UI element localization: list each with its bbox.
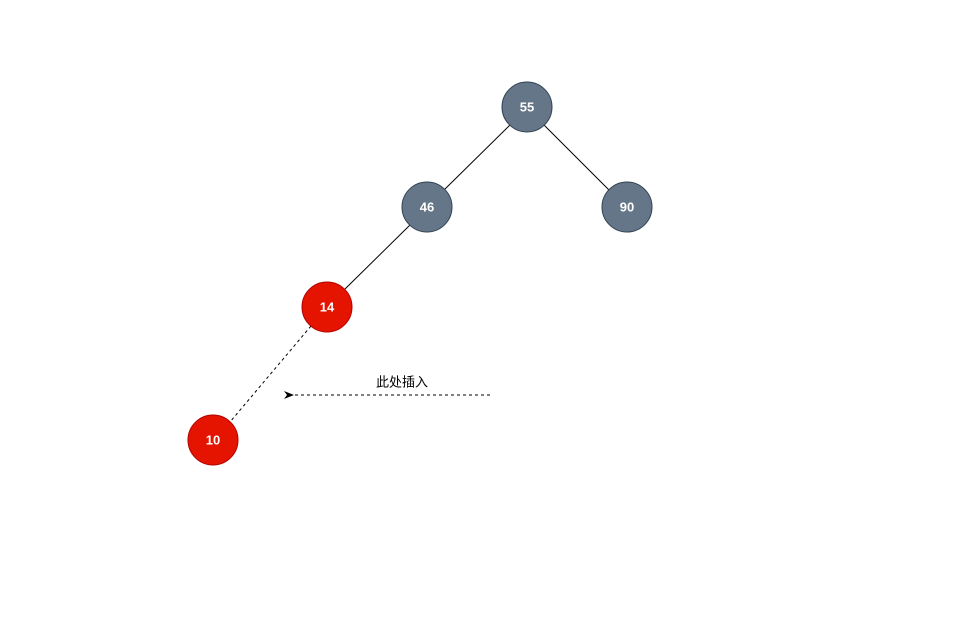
node-10[interactable]: 10 <box>187 414 239 466</box>
node-55[interactable]: 55 <box>501 81 553 133</box>
node-10-label: 10 <box>206 433 220 448</box>
node-55-circle <box>501 81 553 133</box>
edge-55-46 <box>443 124 511 191</box>
insert-annotation-label: 此处插入 <box>376 376 428 391</box>
node-10-circle <box>187 414 239 466</box>
insert-annotation: 此处插入 <box>284 376 490 399</box>
node-14[interactable]: 14 <box>301 281 353 333</box>
node-46-label: 46 <box>420 200 434 215</box>
node-46[interactable]: 46 <box>401 181 453 233</box>
edge-55-90 <box>543 124 610 191</box>
node-46-circle <box>401 181 453 233</box>
edge-46-14 <box>343 224 411 291</box>
edge-14-10-dashed <box>229 325 312 423</box>
node-14-label: 14 <box>320 300 335 315</box>
node-90[interactable]: 90 <box>601 181 653 233</box>
tree-edges <box>229 124 610 423</box>
node-55-label: 55 <box>520 100 534 115</box>
node-90-circle <box>601 181 653 233</box>
node-14-circle <box>301 281 353 333</box>
node-90-label: 90 <box>620 200 634 215</box>
